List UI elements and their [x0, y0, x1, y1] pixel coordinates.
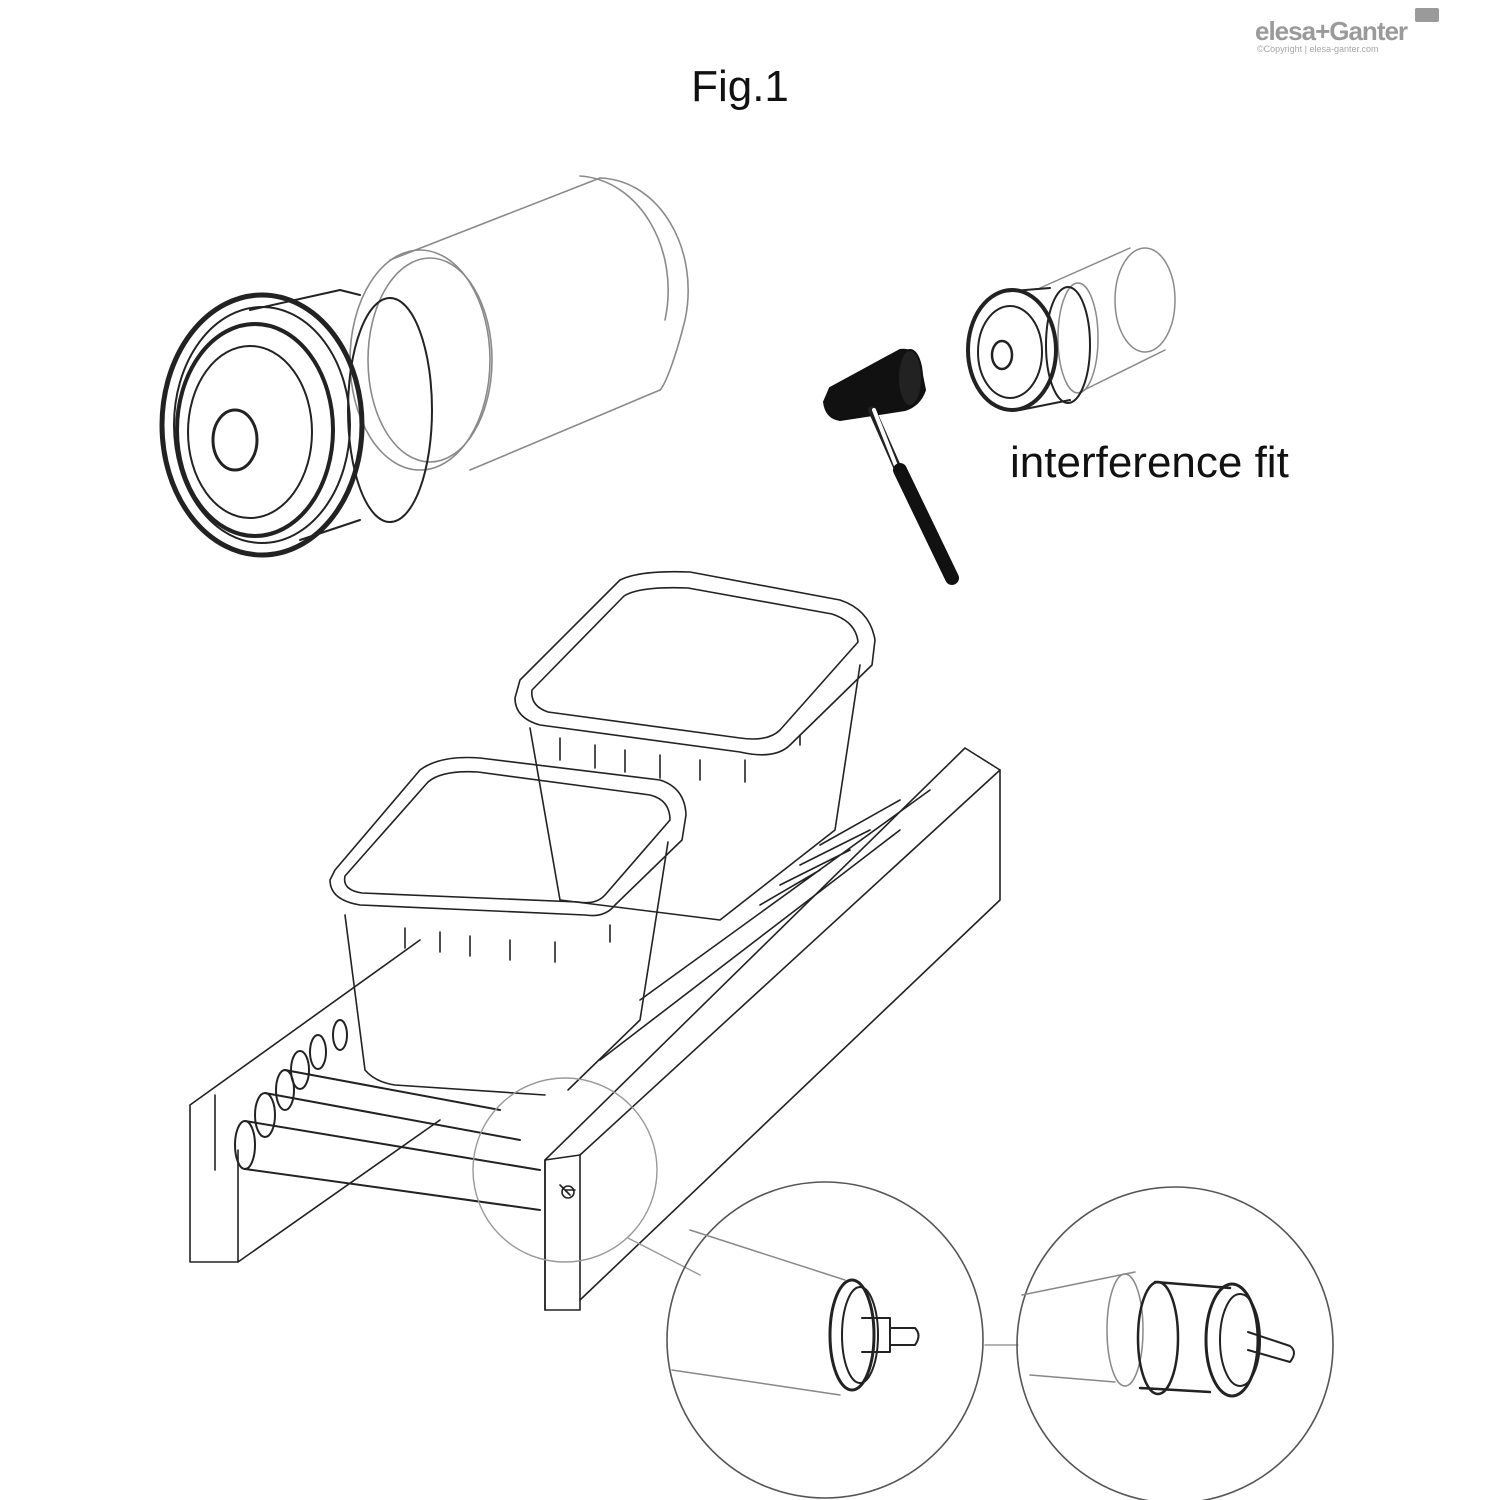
figure-title: Fig.1: [691, 62, 789, 111]
brand-logo: elesa+Ganter ©Copyright | elesa-ganter.c…: [1255, 8, 1445, 56]
interference-fit-label: interference fit: [1010, 438, 1289, 487]
small-bearing-insert: [966, 247, 1176, 412]
crate-back: [514, 570, 876, 921]
brand-badge-icon: [1415, 8, 1439, 22]
roller-conveyor: [189, 747, 1001, 1311]
brand-name: elesa+Ganter: [1255, 16, 1408, 46]
mallet-icon: [823, 348, 959, 585]
large-bearing-insert: [159, 175, 689, 558]
detail-view-mounted: [666, 1181, 984, 1499]
crate-front: [329, 756, 687, 1096]
brand-copyright: ©Copyright | elesa-ganter.com: [1257, 44, 1379, 54]
detail-view-exploded: [1016, 1186, 1334, 1500]
detail-callout: [472, 1077, 1019, 1346]
